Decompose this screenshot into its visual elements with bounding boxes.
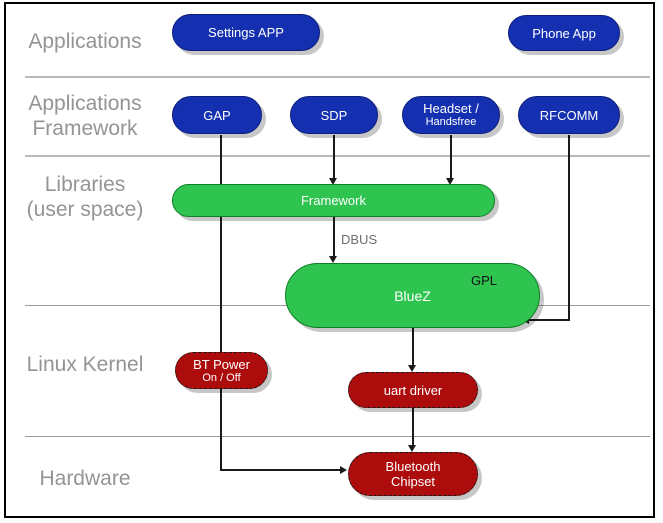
- node-bt-power[interactable]: BT Power On / Off: [175, 352, 268, 389]
- node-rfcomm-label: RFCOMM: [539, 107, 599, 123]
- node-framework-label: Framework: [300, 193, 366, 208]
- node-phone-app[interactable]: Phone App: [508, 15, 620, 51]
- connector-gap-to-chipset-vertical: [220, 135, 222, 471]
- layer-label-linux-kernel-text: Linux Kernel: [26, 353, 144, 376]
- node-sdp[interactable]: SDP: [290, 96, 378, 134]
- node-gap[interactable]: GAP: [172, 96, 262, 134]
- arrowhead-sdp-to-framework: [329, 178, 337, 185]
- layer-label-hardware: Hardware: [0, 466, 170, 491]
- arrowhead-headset-to-framework: [446, 178, 454, 185]
- layer-label-applications-framework-line1: Applications: [28, 92, 142, 115]
- connector-bluez-to-uart: [412, 327, 414, 367]
- node-headset-handsfree-label-line2: Handsfree: [425, 116, 477, 128]
- node-uart-driver-label: uart driver: [383, 382, 443, 398]
- edge-label-dbus: DBUS: [341, 232, 377, 247]
- node-headset-handsfree-label-line1: Headset /: [423, 101, 479, 116]
- node-sdp-label: SDP: [320, 107, 348, 123]
- node-bluez-gpl-badge: GPL: [470, 273, 497, 288]
- connector-rfcomm-vertical: [568, 135, 570, 321]
- connector-sdp-to-framework: [333, 135, 335, 181]
- layer-label-applications-framework-line2: Framework: [32, 117, 138, 140]
- arrowhead-uart-to-chipset: [408, 445, 416, 452]
- node-rfcomm[interactable]: RFCOMM: [518, 96, 620, 134]
- layer-label-applications-framework: Applications Framework: [0, 91, 170, 141]
- arrowhead-gap-to-chipset: [340, 466, 347, 474]
- edge-label-dbus-text: DBUS: [341, 232, 378, 247]
- connector-headset-to-framework: [450, 135, 452, 181]
- divider-applications-framework: [25, 155, 650, 157]
- node-bluetooth-chipset-label-line2: Chipset: [390, 474, 436, 489]
- layer-label-applications-text: Applications: [28, 30, 142, 53]
- node-phone-app-label: Phone App: [532, 25, 596, 41]
- node-framework[interactable]: Framework: [172, 184, 495, 217]
- layer-label-applications: Applications: [0, 29, 170, 54]
- node-bt-power-label-line2: On / Off: [202, 371, 241, 384]
- diagram-outer-border: [4, 2, 655, 518]
- layer-label-libraries-line2: (user space): [26, 198, 144, 221]
- node-bluetooth-chipset-label-line1: Bluetooth: [385, 459, 441, 474]
- connector-uart-to-chipset: [412, 407, 414, 447]
- layer-label-linux-kernel: Linux Kernel: [0, 352, 170, 377]
- arrowhead-framework-to-bluez: [329, 256, 337, 263]
- node-bluez[interactable]: GPL BlueZ: [285, 263, 540, 328]
- connector-rfcomm-horizontal: [528, 319, 570, 321]
- node-bluetooth-chipset[interactable]: Bluetooth Chipset: [348, 452, 478, 496]
- divider-applications: [25, 76, 650, 78]
- arrowhead-bluez-to-uart: [408, 365, 416, 372]
- node-settings-app-label: Settings APP: [208, 25, 284, 40]
- divider-linux-kernel: [25, 436, 650, 437]
- node-headset-handsfree[interactable]: Headset / Handsfree: [402, 96, 500, 134]
- layer-label-hardware-text: Hardware: [39, 467, 131, 490]
- connector-gap-to-chipset-horizontal: [220, 469, 340, 471]
- node-settings-app[interactable]: Settings APP: [172, 14, 320, 51]
- node-uart-driver[interactable]: uart driver: [348, 372, 478, 408]
- connector-framework-to-bluez: [333, 216, 335, 258]
- node-bt-power-label-line1: BT Power: [193, 356, 250, 372]
- layer-label-libraries: Libraries (user space): [0, 172, 170, 222]
- node-bluez-label: BlueZ: [394, 287, 431, 304]
- layer-label-libraries-line1: Libraries: [44, 173, 126, 196]
- node-gap-label: GAP: [203, 107, 231, 123]
